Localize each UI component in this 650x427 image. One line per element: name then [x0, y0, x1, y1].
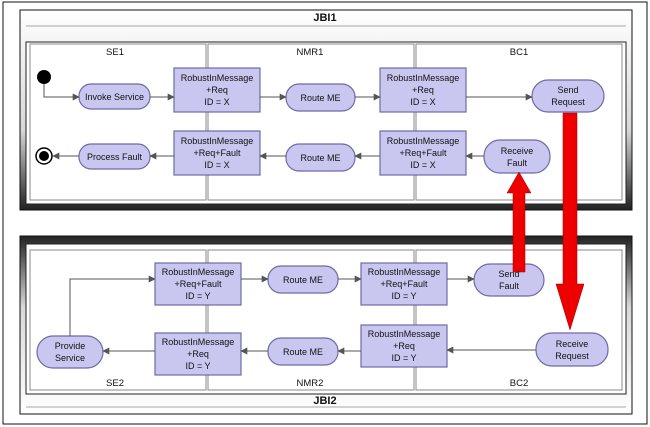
route-me-top-label: Route ME — [300, 92, 341, 103]
route-me-bottom-label: Route ME — [300, 152, 341, 163]
robust-msg-req-y-se-label: RobustInMessage +Req ID = Y — [161, 337, 235, 371]
robust-msg-fault-x-bc-label: RobustInMessage +Req+Fault ID = X — [386, 136, 460, 170]
send-fault-label: Send Fault — [498, 269, 520, 291]
robust-msg-fault-y-se-node — [154, 262, 242, 306]
robust-msg-req-x-nmr-node — [173, 67, 261, 113]
robust-msg-fault-y-nmr-label: RobustInMessage +Req+Fault ID = Y — [367, 267, 441, 301]
route-me-top2-label: Route ME — [282, 274, 324, 285]
receive-request-label: Receive Request — [555, 338, 589, 361]
robust-msg-req-x-bc-node — [379, 67, 467, 113]
robust-msg-req-y-nmr-label: RobustInMessage +Req ID = Y — [367, 329, 441, 363]
robust-msg-req-y-nmr-node — [360, 324, 448, 368]
jbi2-connectors — [69, 275, 536, 355]
bc1-lane-label: BC1 — [509, 46, 529, 58]
red-arrow-up — [506, 171, 532, 273]
se2-lane-label: SE2 — [106, 377, 124, 389]
robust-msg-fault-x-nmr-label: RobustInMessage +Req+Fault ID = X — [180, 136, 254, 170]
jbi1-title: JBI1 — [313, 12, 337, 24]
nmr2-lane-label: NMR2 — [296, 377, 324, 389]
nmr1-lane-label: NMR1 — [296, 46, 324, 58]
jbi1-connectors — [43, 84, 533, 160]
start-node — [37, 70, 51, 84]
invoke-service-label: Invoke Service — [84, 91, 145, 102]
robust-msg-fault-y-nmr-node — [360, 262, 448, 306]
bc2-lane-label: BC2 — [509, 377, 529, 389]
robust-msg-fault-x-nmr-node — [173, 130, 261, 176]
receive-fault-label: Receive Fault — [500, 145, 534, 168]
red-arrow-down — [555, 112, 585, 331]
send-request-label: Send Request — [551, 85, 585, 107]
robust-msg-req-x-bc-label: RobustInMessage +Req ID = X — [386, 73, 460, 107]
robust-msg-req-x-nmr-label: RobustInMessage +Req ID = X — [180, 73, 254, 107]
provide-service-label: Provide Service — [54, 341, 86, 363]
robust-msg-fault-y-se-label: RobustInMessage +Req+Fault ID = Y — [161, 267, 235, 301]
process-fault-label: Process Fault — [86, 151, 143, 162]
jbi2-title: JBI2 — [313, 395, 337, 407]
robust-msg-req-y-se-node — [154, 332, 242, 376]
se1-lane-label: SE1 — [106, 46, 124, 58]
route-me-bottom2-label: Route ME — [282, 346, 324, 357]
